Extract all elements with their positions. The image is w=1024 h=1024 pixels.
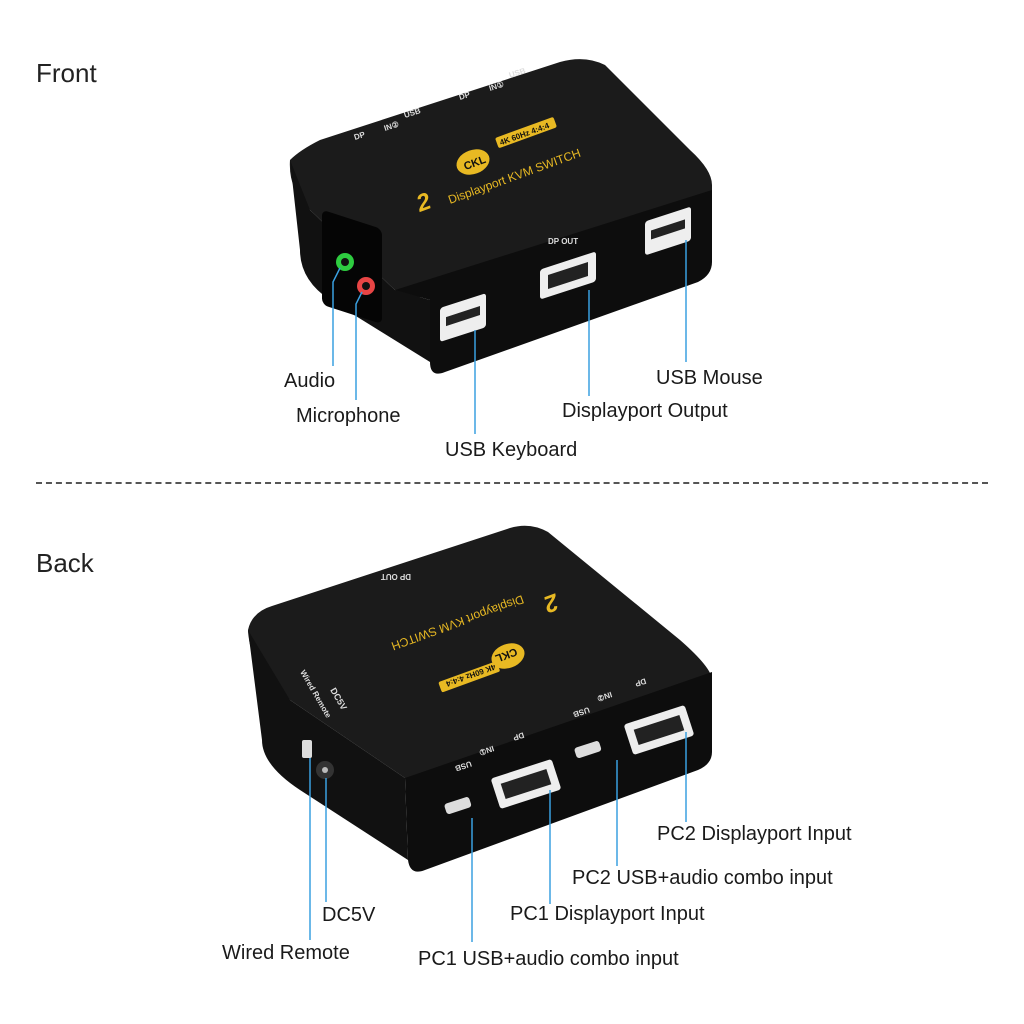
audio-jack-hole bbox=[341, 258, 349, 266]
audio-label: Audio bbox=[284, 370, 336, 392]
audio-callout-line bbox=[332, 267, 341, 366]
front-device-top bbox=[289, 59, 712, 298]
usb-keyboard-port-tongue bbox=[446, 306, 480, 327]
microphone-label: Microphone bbox=[296, 405, 401, 427]
dp-out-label-front: DP OUT bbox=[548, 237, 578, 246]
back-device-side-face bbox=[248, 630, 408, 860]
in2-label-front: IN② bbox=[383, 120, 400, 133]
pc1-usb-audio-port bbox=[444, 797, 472, 814]
pc2-displayport-input-label: PC2 Displayport Input bbox=[657, 823, 852, 845]
dc5v-port-pin bbox=[322, 767, 328, 773]
dp-label-in2-back: DP bbox=[633, 676, 647, 688]
dc5v-label: DC5V bbox=[322, 904, 376, 926]
wired-remote-label: Wired Remote bbox=[222, 942, 350, 964]
dp-label-in2-front: DP bbox=[353, 130, 367, 142]
pc2-usb-audio-label: PC2 USB+audio combo input bbox=[572, 867, 833, 889]
dp-out-label-back: DP OUT bbox=[381, 572, 411, 581]
dp-label-in1-front: DP bbox=[458, 90, 472, 102]
pc1-displayport-input-label: PC1 Displayport Input bbox=[510, 903, 705, 925]
wired-remote-port bbox=[302, 740, 312, 758]
spec-badge-front bbox=[495, 117, 557, 148]
usb-mouse-label: USB Mouse bbox=[656, 367, 763, 389]
pc1-usb-audio-label: PC1 USB+audio combo input bbox=[418, 948, 679, 970]
dp-label-in1-back: DP bbox=[511, 730, 525, 742]
spec-badge-back bbox=[438, 661, 500, 693]
front-section-title: Front bbox=[36, 58, 97, 88]
usb-mouse-port-tongue bbox=[651, 219, 685, 240]
in1-label-back: IN① bbox=[478, 744, 495, 757]
usb-keyboard-label: USB Keyboard bbox=[445, 439, 578, 461]
pc2-usb-audio-port bbox=[574, 741, 602, 758]
section-divider bbox=[36, 482, 988, 484]
displayport-output-label: Displayport Output bbox=[562, 400, 728, 422]
in1-label-front: IN① bbox=[488, 80, 505, 93]
mic-jack-hole bbox=[362, 282, 370, 290]
pc1-displayport-port-inner bbox=[500, 768, 552, 800]
microphone-callout-line bbox=[355, 291, 363, 400]
ckl-logo-front bbox=[456, 149, 490, 175]
in2-label-back: IN② bbox=[596, 690, 613, 703]
back-section-title: Back bbox=[36, 548, 94, 578]
displayport-output-port-inner bbox=[548, 261, 588, 289]
ckl-logo-back bbox=[491, 643, 525, 669]
pc2-displayport-port-inner bbox=[633, 714, 685, 746]
